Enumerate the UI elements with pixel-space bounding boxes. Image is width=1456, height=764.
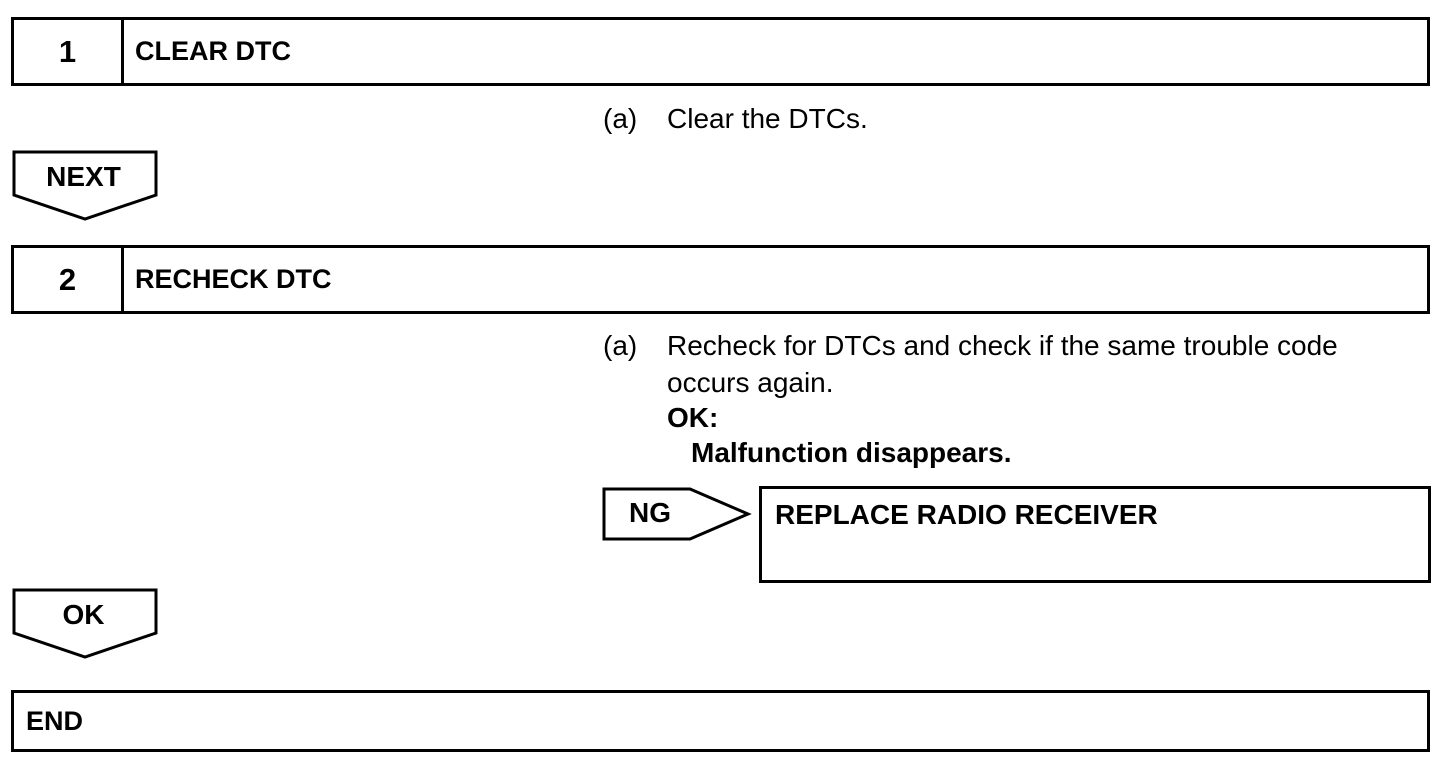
down-arrow-shape [12,150,158,221]
step-1-instruction: (a) Clear the DTCs. [603,100,868,137]
step-title: RECHECK DTC [135,264,332,294]
ng-action-box: REPLACE RADIO RECEIVER [759,486,1431,583]
ok-criteria-label: OK: [667,402,719,433]
next-arrow: NEXT [11,150,159,222]
step-title: CLEAR DTC [135,36,291,66]
right-arrow-shape [602,487,752,541]
instruction-line: Clear the DTCs. [667,103,868,134]
step-number: 1 [14,20,124,83]
ng-label: NG [629,497,671,528]
instruction-line: occurs again. [667,367,834,398]
down-arrow-shape [12,588,158,659]
ok-criteria-result: Malfunction disappears. [691,437,1012,468]
ok-label: OK [62,599,105,630]
step-2-header: 2 RECHECK DTC [11,245,1430,314]
ok-arrow: OK [11,588,159,660]
instruction-marker: (a) [603,330,638,361]
instruction-marker: (a) [603,103,638,134]
step-1-header: 1 CLEAR DTC [11,17,1430,86]
next-label: NEXT [46,161,121,192]
step-number: 2 [14,248,124,311]
step-2-instruction: (a) Recheck for DTCs and check if the sa… [603,327,1338,472]
instruction-line: Recheck for DTCs and check if the same t… [667,330,1338,361]
end-box: END [11,690,1430,752]
ng-arrow: NG [602,487,752,543]
